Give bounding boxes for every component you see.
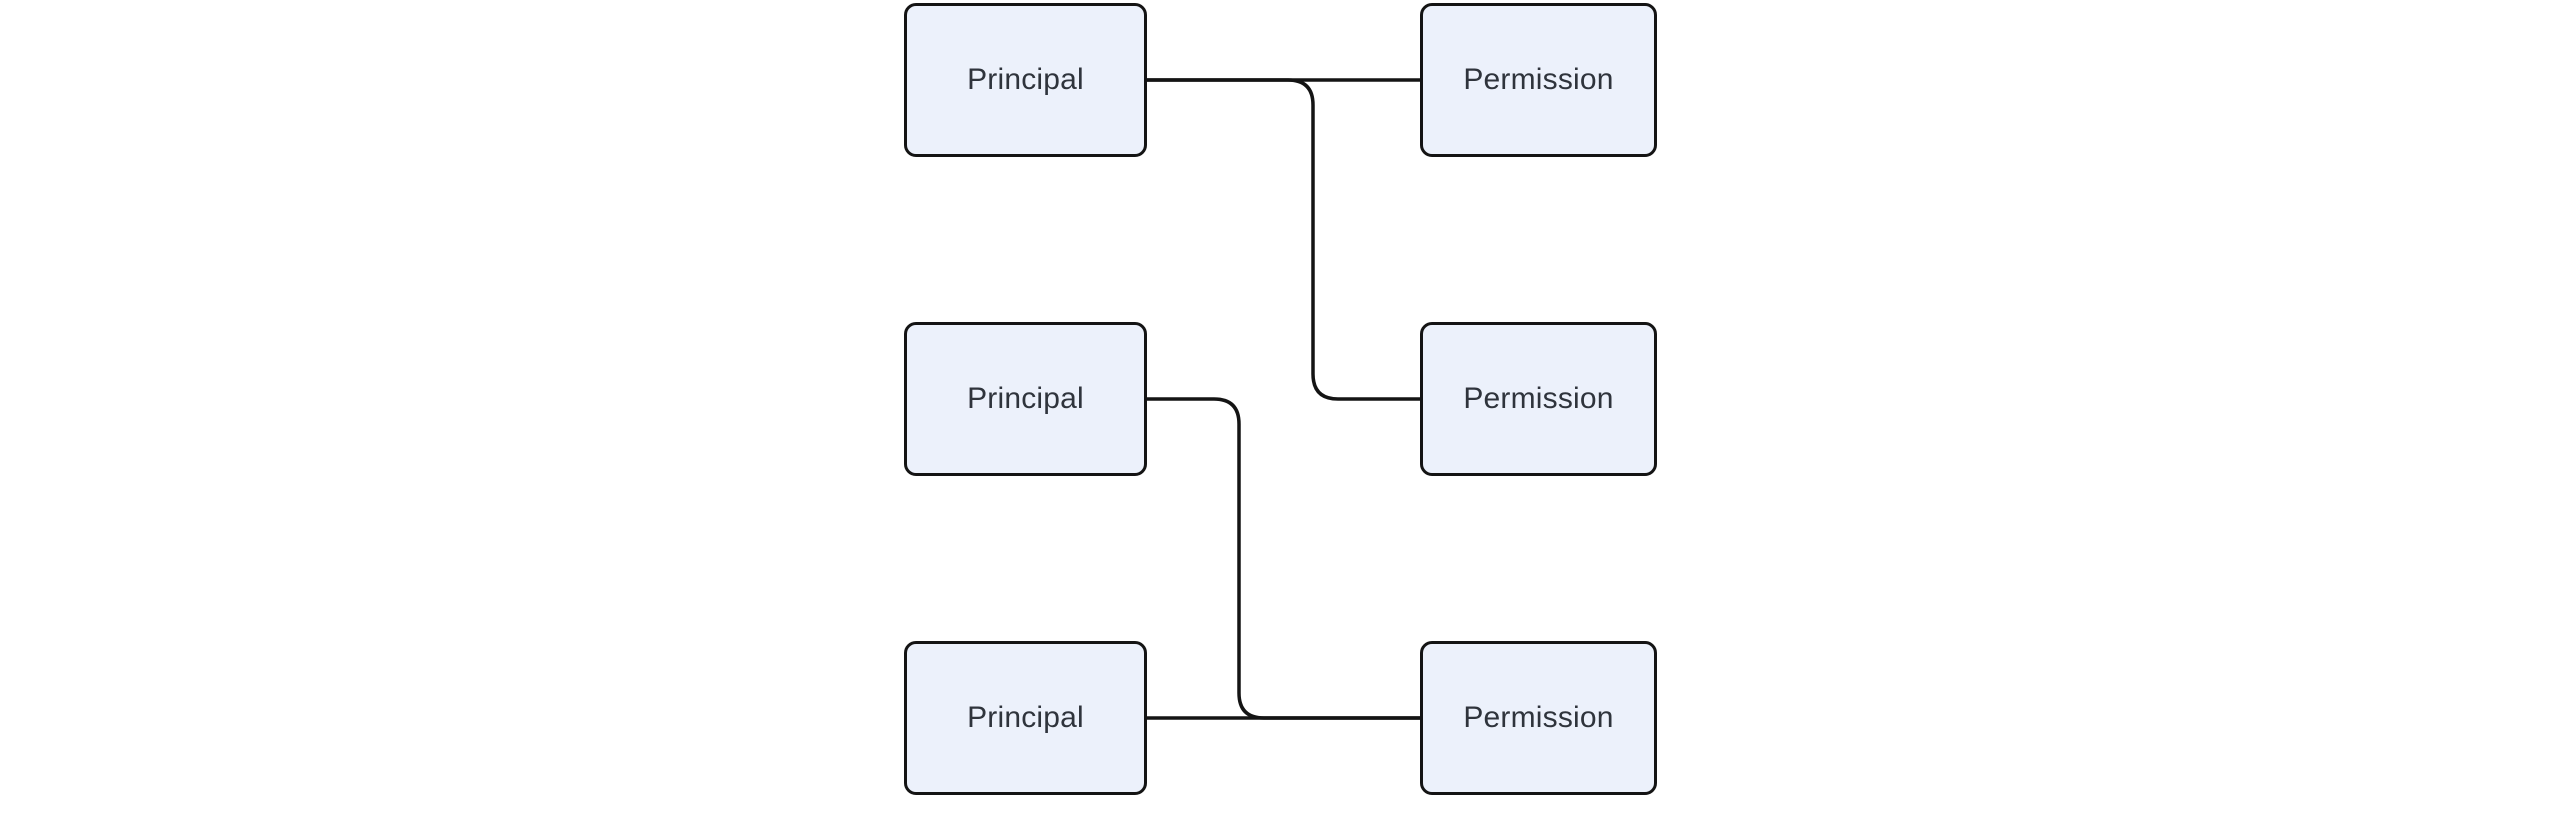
node-label: Principal — [967, 701, 1084, 734]
node-label: Permission — [1463, 382, 1614, 415]
node-label: Permission — [1463, 701, 1614, 734]
node-principal-3: Principal — [904, 641, 1147, 795]
node-label: Principal — [967, 63, 1084, 96]
node-permission-3: Permission — [1420, 641, 1657, 795]
node-permission-1: Permission — [1420, 3, 1657, 157]
edge-principal1-permission2 — [1147, 78, 1420, 401]
node-principal-2: Principal — [904, 322, 1147, 476]
node-label: Permission — [1463, 63, 1614, 96]
edge-principal2-permission3 — [1147, 397, 1420, 720]
node-permission-2: Permission — [1420, 322, 1657, 476]
node-label: Principal — [967, 382, 1084, 415]
node-principal-1: Principal — [904, 3, 1147, 157]
